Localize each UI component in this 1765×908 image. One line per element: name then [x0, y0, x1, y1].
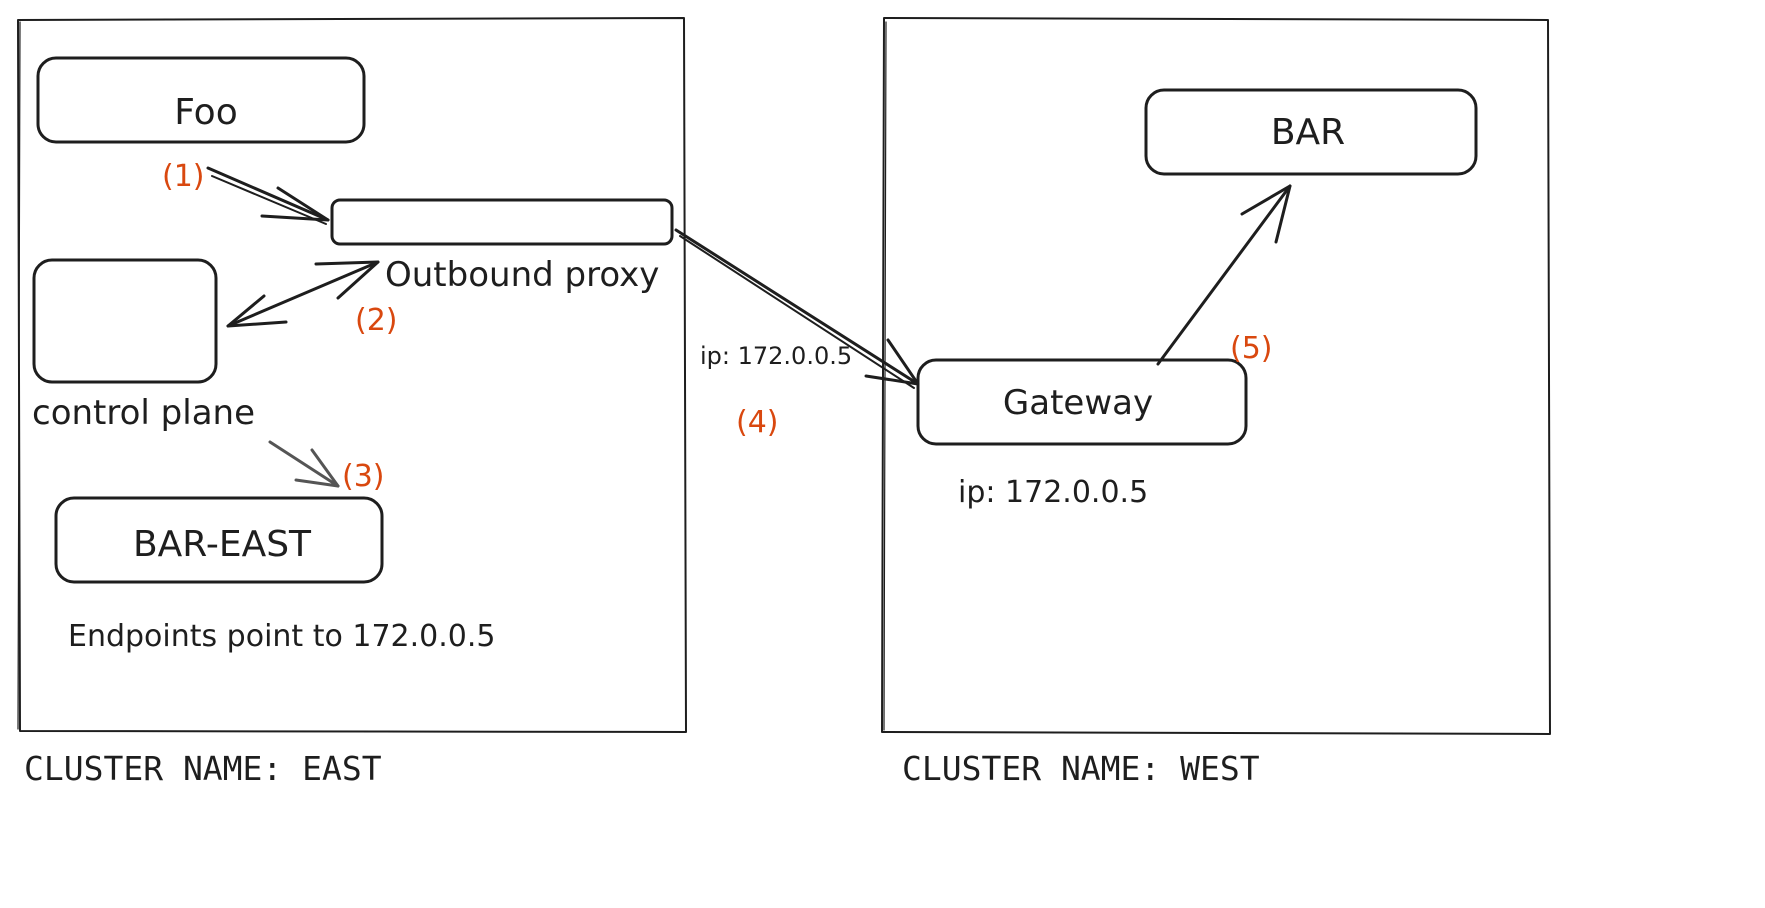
- control-plane-label: control plane: [32, 393, 255, 433]
- step-3-label: (3): [342, 459, 385, 494]
- outbound-proxy-label: Outbound proxy: [385, 255, 659, 295]
- foo-label: Foo: [174, 92, 237, 133]
- bar-node[interactable]: BAR: [1144, 88, 1478, 176]
- foo-node[interactable]: Foo: [36, 56, 366, 144]
- control-plane-node[interactable]: [32, 258, 218, 384]
- gateway-ip-label: ip: 172.0.0.5: [958, 475, 1148, 510]
- cluster-west: [881, 17, 1551, 735]
- step-5-label: (5): [1230, 331, 1273, 366]
- gateway-node[interactable]: Gateway: [916, 358, 1248, 446]
- step-1-label: (1): [162, 159, 205, 194]
- bar-east-label: BAR-EAST: [133, 524, 312, 565]
- step-2-label: (2): [355, 303, 398, 338]
- bar-label: BAR: [1271, 112, 1345, 153]
- arrow-foo-to-proxy: [206, 166, 330, 225]
- step-4-label: (4): [736, 405, 779, 440]
- arrow-control-plane-to-bar-east: [268, 440, 340, 488]
- cluster-west-caption: CLUSTER NAME: WEST: [902, 749, 1260, 788]
- cluster-east: [17, 17, 687, 733]
- gateway-label: Gateway: [1003, 383, 1153, 423]
- cluster-west-border: [881, 17, 1551, 735]
- cluster-east-border: [17, 17, 687, 733]
- link-ip-label: ip: 172.0.0.5: [700, 342, 852, 370]
- bar-east-node[interactable]: BAR-EAST: [54, 496, 384, 584]
- arrow-gateway-to-bar: [1156, 184, 1292, 366]
- arrow-control-plane-proxy: [226, 260, 380, 328]
- cluster-east-caption: CLUSTER NAME: EAST: [24, 749, 382, 788]
- outbound-proxy-node[interactable]: [330, 198, 674, 246]
- endpoints-note: Endpoints point to 172.0.0.5: [68, 619, 496, 654]
